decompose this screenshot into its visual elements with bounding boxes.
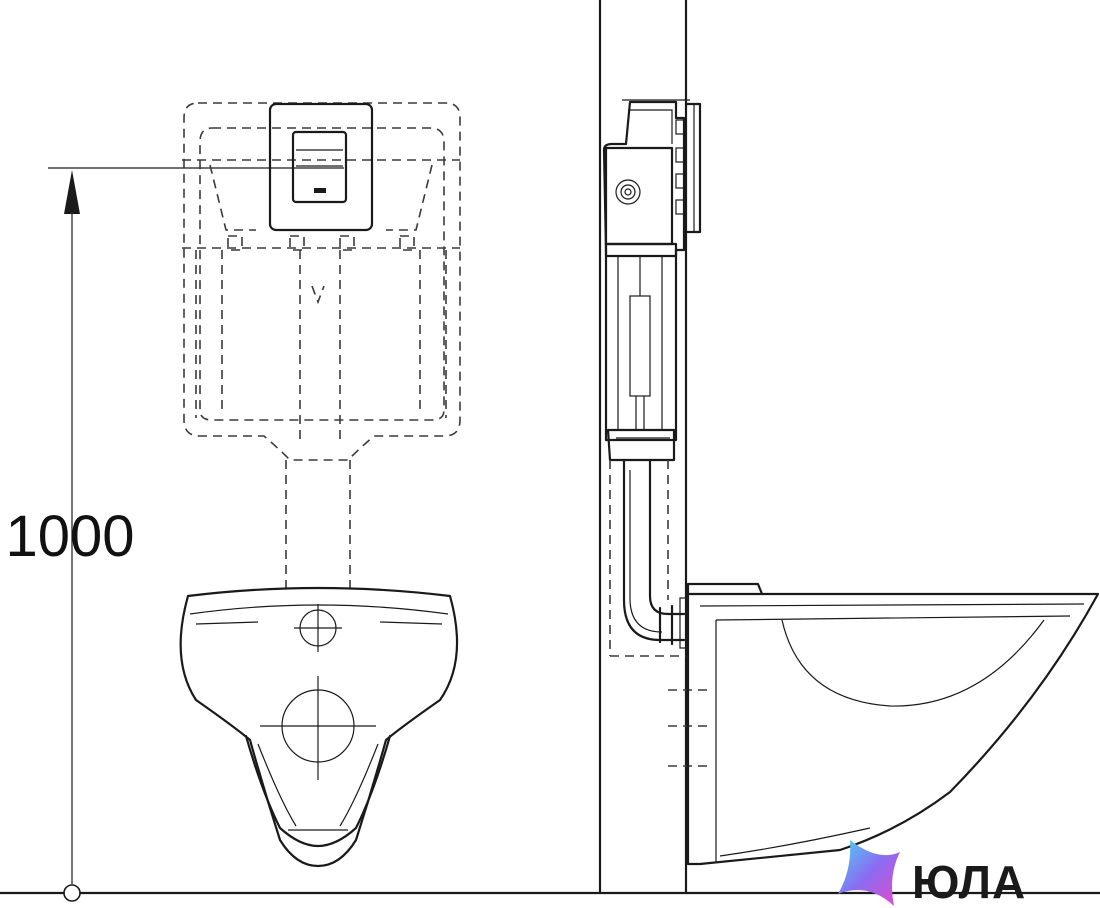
height-label: 1000 bbox=[5, 504, 134, 569]
cistern-hidden bbox=[182, 102, 461, 461]
wc-bowl-front bbox=[179, 586, 459, 868]
flush-indicator-icon bbox=[314, 188, 326, 193]
yula-logo: ЮЛА bbox=[838, 840, 1026, 908]
wc-bowl-side bbox=[686, 582, 1100, 866]
side-view bbox=[598, 0, 1100, 895]
logo-text: ЮЛА bbox=[912, 856, 1026, 908]
dimension-arrow-icon bbox=[64, 170, 80, 214]
wall-hidden-lines bbox=[609, 460, 712, 767]
flush-pipe-side bbox=[622, 458, 687, 649]
flush-plate bbox=[268, 102, 374, 232]
height-dimension: 1000 bbox=[5, 167, 344, 902]
front-view: 1000 bbox=[5, 102, 461, 902]
valve-knob-icon bbox=[615, 179, 641, 205]
yula-star-icon bbox=[838, 840, 900, 906]
cistern-profile bbox=[602, 99, 702, 462]
dimension-origin-icon bbox=[63, 884, 81, 902]
flush-pipe-hidden bbox=[285, 460, 351, 594]
